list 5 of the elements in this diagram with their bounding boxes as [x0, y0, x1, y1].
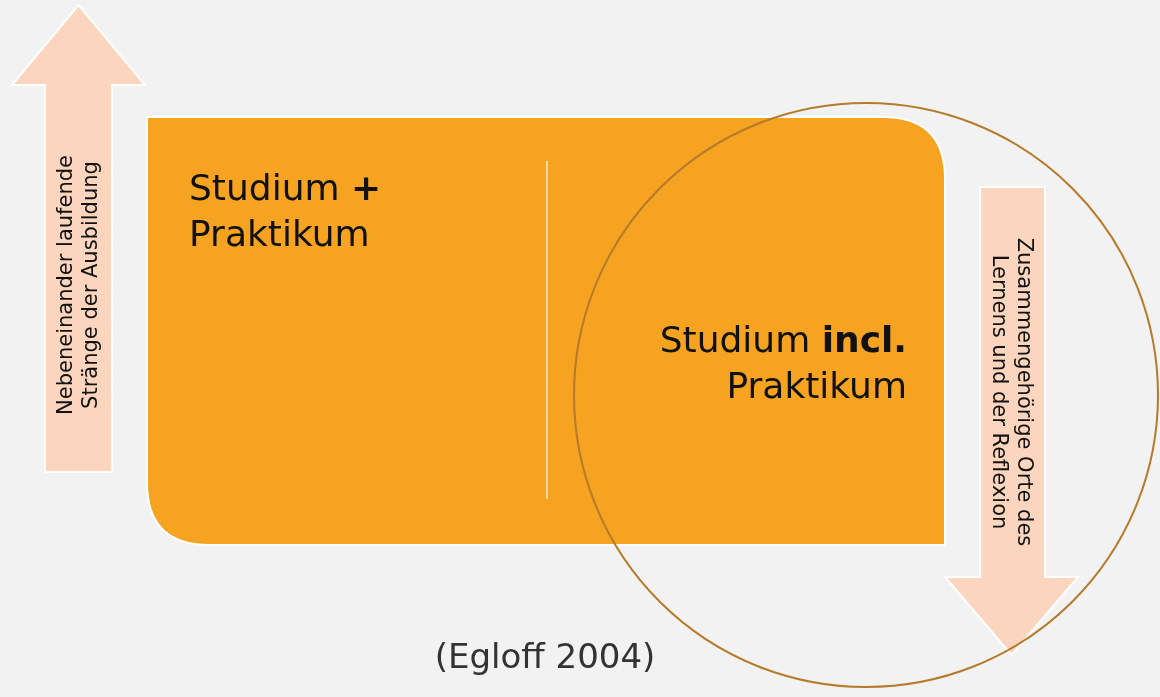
- caption: (Egloff 2004): [433, 636, 657, 676]
- arrow-label: Zusammengehörige Orte des Lernens und der Reflexion: [987, 236, 1037, 549]
- arrow-label: Nebeneinander laufende Stränge der Ausbildung: [53, 154, 103, 417]
- panel-text: Studium + Praktikum: [189, 166, 383, 256]
- panel-text: Studium incl. Praktikum: [658, 318, 907, 408]
